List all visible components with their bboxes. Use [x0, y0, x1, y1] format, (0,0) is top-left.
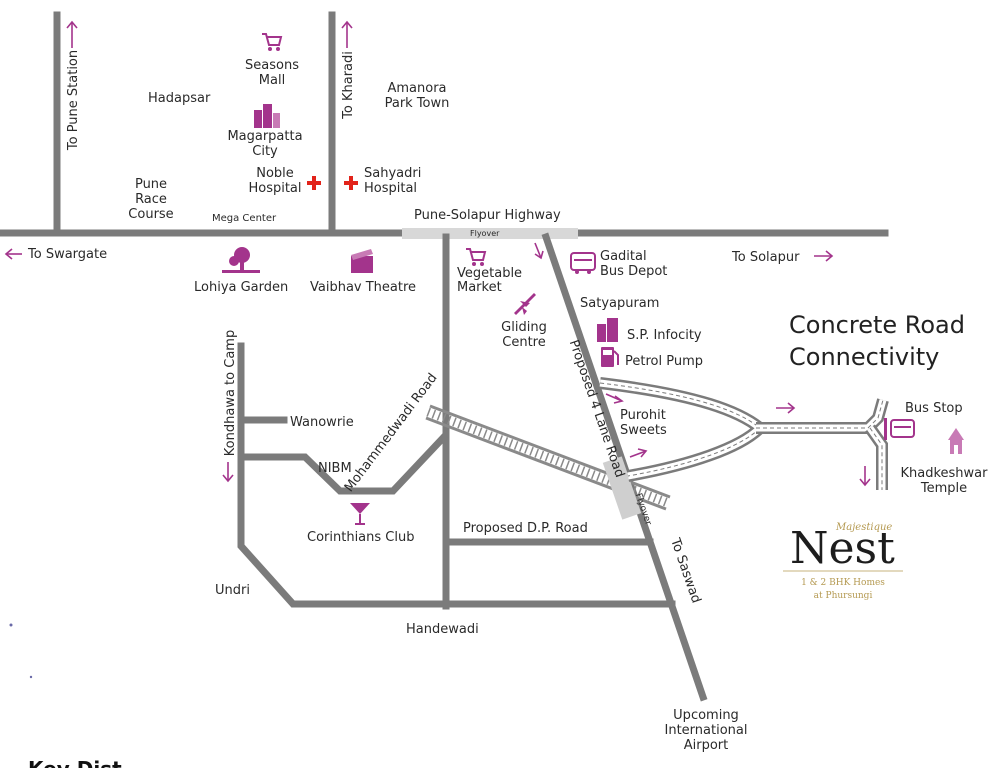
label-mohammedwadi: Mohammedwadi Road: [342, 371, 441, 495]
label-vaibhav-theatre: Vaibhav Theatre: [310, 280, 416, 295]
temple-icon: [948, 428, 964, 454]
arrow-down-road-icon: [534, 242, 544, 260]
arrow-concrete-1-icon: [605, 393, 624, 404]
flyover-lower-segment: [602, 456, 642, 520]
label-proposed-dp-road: Proposed D.P. Road: [463, 521, 588, 536]
callout-line-2: Connectivity: [789, 343, 939, 371]
label-petrol-pump: Petrol Pump: [625, 354, 703, 369]
label-to-pune-station: To Pune Station: [66, 50, 81, 151]
label-undri: Undri: [215, 583, 250, 598]
cocktail-glass-icon: [350, 503, 370, 525]
arrow-up-pune-station-icon: [66, 20, 78, 48]
shopping-cart-icon: [262, 33, 283, 51]
label-to-swargate: To Swargate: [27, 247, 107, 262]
label-sp-infocity: S.P. Infocity: [627, 328, 702, 343]
office-building-icon: [597, 318, 618, 342]
label-to-kharadi: To Kharadi: [341, 51, 356, 120]
label-highway: Pune-Solapur Highway: [414, 208, 561, 223]
label-to-solapur: To Solapur: [731, 250, 800, 265]
label-handewadi: Handewadi: [406, 622, 479, 637]
bus-stop-icon: [884, 418, 915, 440]
concrete-road: [599, 377, 889, 490]
kondhawa-road: [237, 342, 676, 608]
arrow-left-swargate-icon: [4, 248, 22, 260]
arrow-concrete-3-icon: [776, 402, 796, 414]
shopping-cart-icon: [466, 248, 487, 266]
arrow-up-kharadi-icon: [341, 20, 353, 48]
arrow-right-solapur-icon: [814, 250, 834, 262]
tree-garden-icon: [222, 247, 260, 273]
callout-line-1: Concrete Road: [789, 311, 965, 339]
label-nibm: NIBM: [318, 461, 352, 476]
hospital-cross-icon: [307, 176, 321, 190]
label-lohiya-garden: Lohiya Garden: [194, 280, 288, 295]
fuel-pump-icon: [601, 347, 619, 367]
label-mega-center: Mega Center: [212, 213, 277, 224]
brand-sub-2: at Phursungi: [814, 591, 873, 601]
brand-name: Nest: [790, 523, 895, 574]
arrow-concrete-2-icon: [629, 448, 648, 458]
label-corinthians: Corinthians Club: [307, 530, 414, 545]
clapperboard-icon: [351, 249, 373, 273]
brand-top-text: Majestique: [835, 522, 892, 533]
nibm-road: [240, 433, 448, 495]
label-to-saswad: To Saswad: [667, 535, 704, 605]
arrow-down-kondhawa-icon: [222, 462, 234, 483]
label-flyover-top: Flyover: [470, 229, 500, 238]
label-hadapsar: Hadapsar: [148, 91, 211, 106]
label-bus-stop: Bus Stop: [905, 401, 963, 416]
flyover-top-segment: [402, 228, 578, 239]
bus-icon: [570, 252, 596, 274]
brand-sub-1: 1 & 2 BHK Homes: [801, 578, 885, 588]
label-wanowrie: Wanowrie: [290, 415, 354, 430]
buildings-icon: [254, 104, 280, 128]
key-distances-heading: Key Dist: [28, 757, 122, 768]
airplane-icon: [514, 293, 536, 315]
hospital-cross-icon: [344, 176, 358, 190]
label-kondhawa: Kondhawa to Camp: [223, 330, 238, 456]
label-satyapuram: Satyapuram: [580, 296, 659, 311]
arrow-concrete-4-icon: [859, 466, 871, 487]
nest-brand-logo: Majestique Nest 1 & 2 BHK Homes at Phurs…: [783, 522, 903, 601]
stray-dot-icon: [9, 623, 33, 679]
